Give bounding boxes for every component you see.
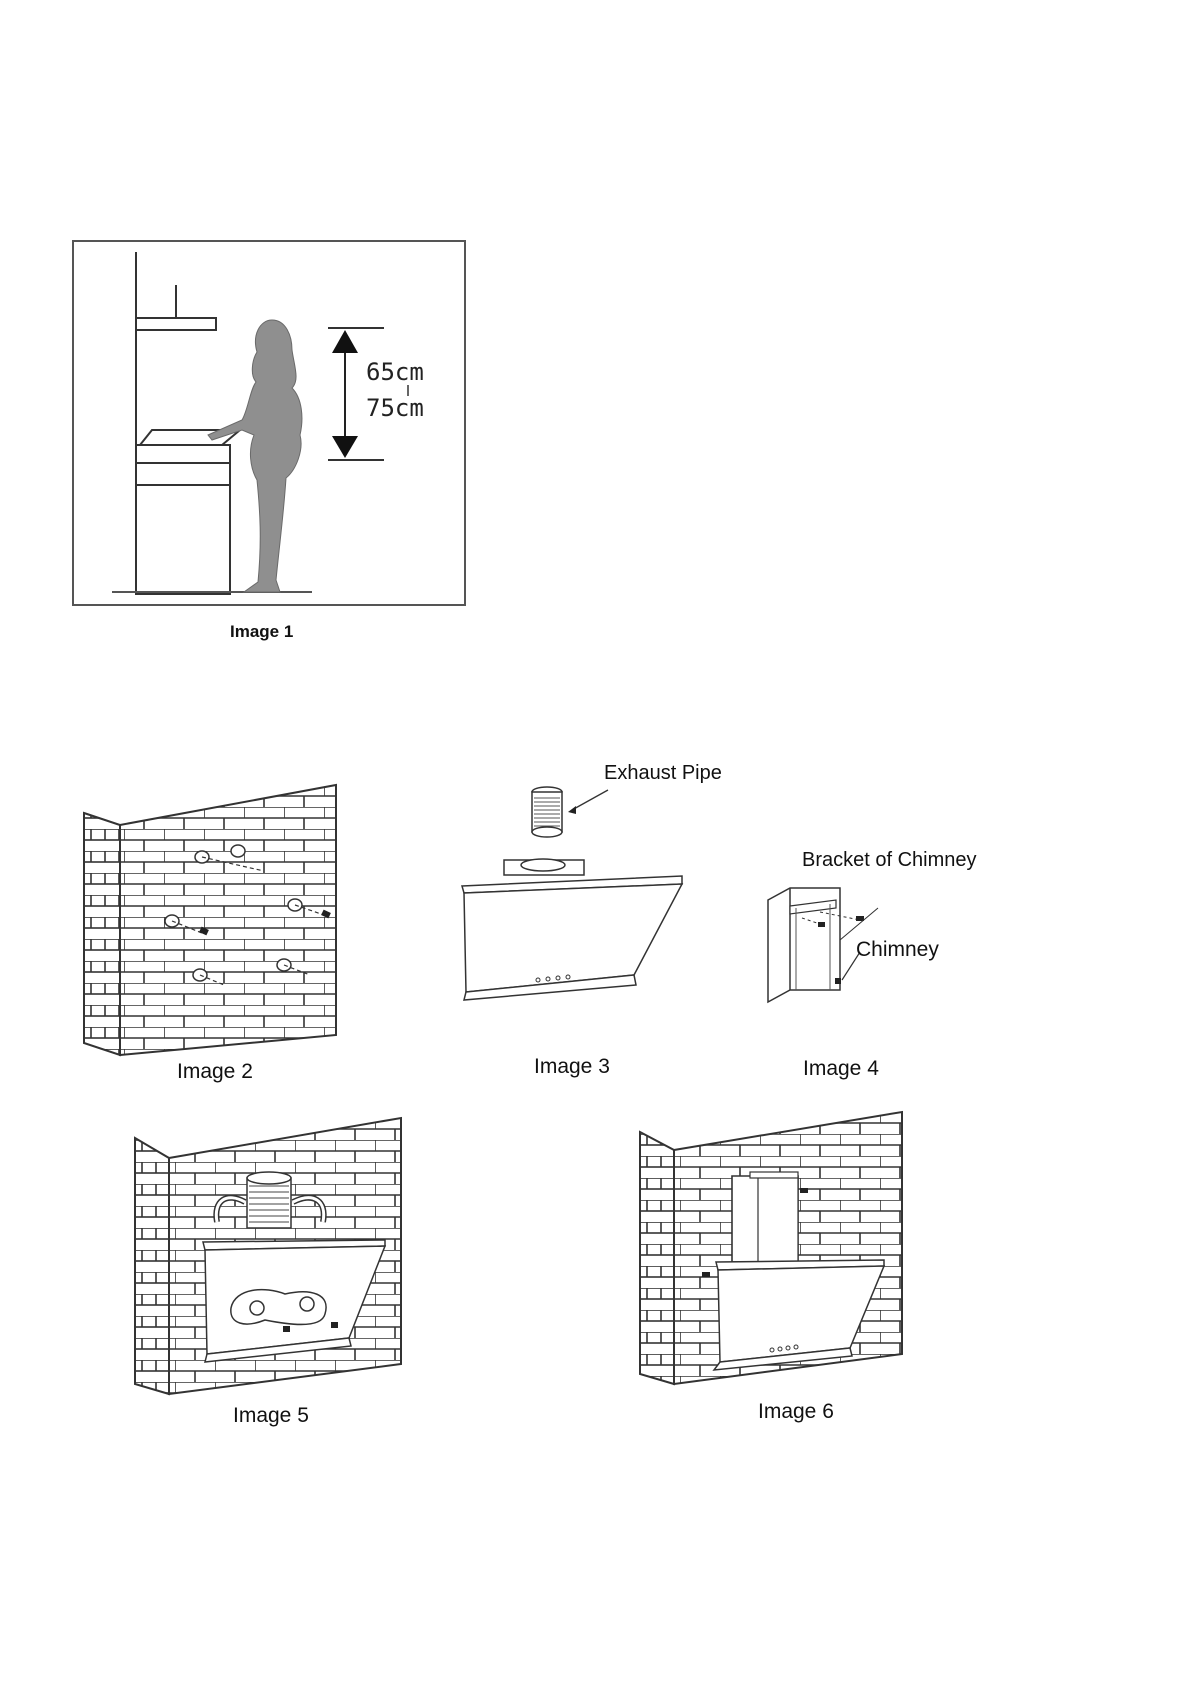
caption-image-2: Image 2 (177, 1060, 253, 1083)
brick-wall-drilling-diagram (83, 783, 337, 1057)
caption-image-3: Image 3 (534, 1055, 610, 1078)
figure-image-6 (639, 1110, 906, 1386)
hood-mounting-diagram (134, 1116, 402, 1396)
label-exhaust-pipe: Exhaust Pipe (604, 762, 722, 784)
figure-image-1: 65cm 75cm (72, 240, 467, 608)
figure-image-3 (458, 780, 698, 1020)
installed-hood-diagram (639, 1110, 903, 1386)
chimney-bracket-diagram (767, 887, 879, 1004)
person-silhouette (207, 319, 303, 593)
caption-image-5: Image 5 (233, 1404, 309, 1427)
caption-image-4: Image 4 (803, 1057, 879, 1080)
caption-image-1: Image 1 (230, 622, 294, 641)
kitchen-height-diagram: 65cm 75cm (72, 240, 466, 606)
measure-bottom-text: 75cm (366, 394, 424, 422)
caption-image-6: Image 6 (758, 1400, 834, 1423)
hood-exhaust-diagram (461, 786, 684, 1001)
figure-image-4 (760, 880, 880, 1020)
label-chimney: Chimney (856, 938, 939, 961)
measure-top-text: 65cm (366, 358, 424, 386)
label-bracket-of-chimney: Bracket of Chimney (802, 849, 977, 871)
figure-image-2 (83, 783, 344, 1057)
figure-image-5 (134, 1116, 405, 1396)
exhaust-pipe-drawing (531, 786, 563, 838)
